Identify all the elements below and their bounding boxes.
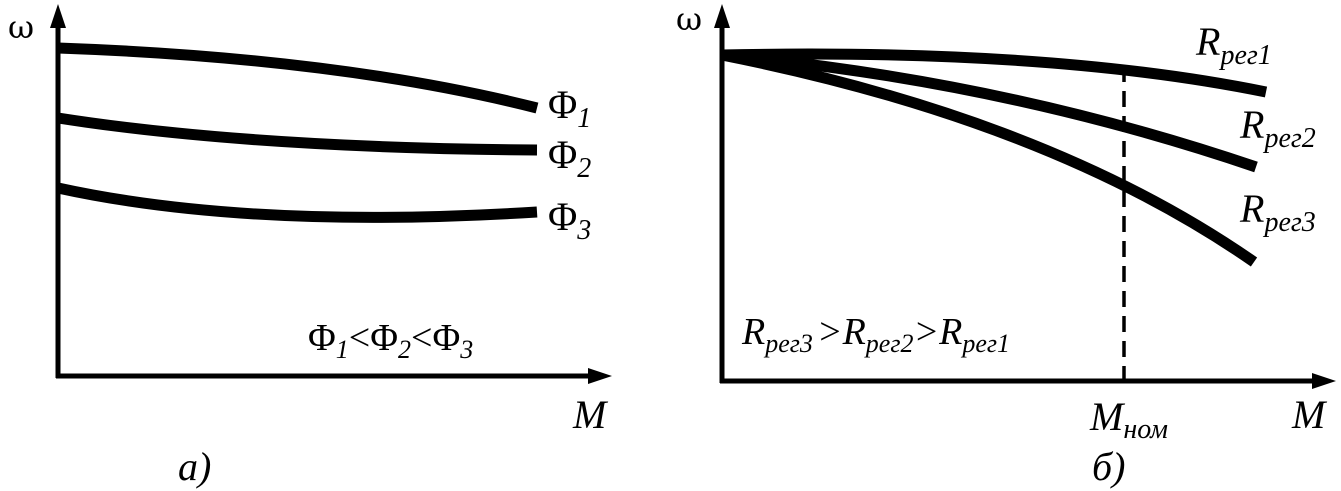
panel-a-y-axis-arrow (50, 4, 66, 28)
panel-a-y-label: ω (8, 8, 34, 46)
panel-b-x-label: M (1291, 392, 1328, 437)
panel-a-curve-label-3: Φ3 (548, 194, 591, 246)
panel-b-curve-rreg3 (720, 49, 1258, 267)
panel-b-caption: б) (1092, 444, 1125, 489)
panel-a-caption: а) (178, 444, 211, 489)
panel-a-curve-phi2 (57, 112, 538, 156)
panel-a-curve-label-1: Φ1 (548, 82, 591, 134)
panel-a-relation: Φ1<Φ2<Φ3 (308, 317, 473, 364)
panel-a-x-label: M (572, 392, 609, 437)
panel-a: ω M Φ1 Φ2 Φ3 Φ1<Φ2<Φ3 а) (8, 4, 612, 489)
panel-b-y-label: ω (676, 0, 702, 38)
panel-b-relation: Rрег3>Rрег2>Rрег1 (741, 311, 1010, 358)
panel-b-x-axis-arrow (1312, 373, 1336, 389)
panel-b-nominal-label: Mном (1089, 394, 1168, 445)
panel-b-y-axis-arrow (714, 4, 730, 28)
panel-a-curve-phi1 (57, 42, 539, 114)
panel-b-curve-label-1: Rрег1 (1195, 19, 1272, 71)
panel-a-x-axis-arrow (588, 368, 612, 384)
panel-b-curve-rreg2 (721, 49, 1258, 173)
panel-a-curve-label-2: Φ2 (548, 132, 591, 184)
panel-b: ω M Rрег1 Rрег2 Rрег3 Rрег3>Rрег2>Rрег1 … (676, 0, 1336, 489)
panel-b-curve-label-2: Rрег2 (1239, 102, 1316, 154)
panel-b-curve-label-3: Rрег3 (1239, 186, 1316, 238)
panel-b-curve-rreg1 (721, 48, 1268, 98)
panel-a-curve-phi3 (56, 182, 538, 223)
